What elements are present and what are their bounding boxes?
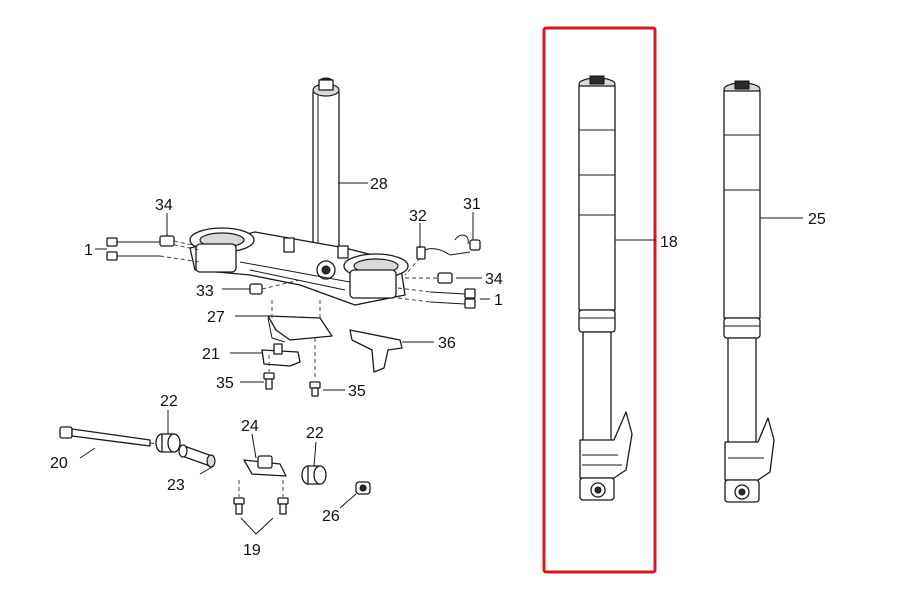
screw-19-right [277, 480, 289, 515]
bracket-27 [267, 300, 333, 343]
nut-33 [249, 279, 301, 295]
fork-leg-25 [723, 80, 775, 503]
fork-leg-18 [578, 75, 633, 501]
clamp-plate-21 [261, 343, 301, 367]
spacer-22-left [155, 433, 181, 453]
callout-24: 24 [241, 418, 259, 435]
pinch-bolt-34-right [405, 272, 453, 284]
callout-21: 21 [202, 346, 220, 363]
steering-stem [312, 77, 340, 251]
callout-22-left: 22 [160, 393, 178, 410]
brake-line-guide [404, 234, 481, 276]
callout-22-right: 22 [306, 425, 324, 442]
axle-bolt [59, 426, 161, 447]
axle-nut [355, 481, 371, 495]
callout-33: 33 [196, 283, 214, 300]
clamp-bolts-right [397, 287, 476, 309]
axle-tube [178, 444, 216, 468]
clamp-bolts-left [106, 237, 201, 263]
callout-labels: 1 1 18 19 20 21 22 22 23 24 25 26 27 28 … [50, 176, 826, 559]
selection-highlight [542, 26, 657, 574]
axle-clamp-24 [243, 455, 287, 477]
callout-1-left: 1 [84, 242, 93, 259]
callout-35-right: 35 [348, 383, 366, 400]
bracket-36 [349, 329, 403, 373]
callout-23: 23 [167, 477, 185, 494]
callout-31: 31 [463, 196, 481, 213]
callout-25: 25 [808, 211, 826, 228]
callout-20: 20 [50, 455, 68, 472]
callout-34-left: 34 [155, 197, 173, 214]
callout-1-right: 1 [494, 292, 503, 309]
axle-assembly [59, 426, 371, 515]
callout-32: 32 [409, 208, 427, 225]
callout-18: 18 [660, 234, 678, 251]
triple-clamp [189, 227, 409, 306]
triple-clamp-assembly [106, 77, 481, 397]
screw-35-right [309, 338, 321, 397]
leader-lines [79, 182, 803, 535]
callout-19: 19 [243, 542, 261, 559]
screw-19-left [233, 480, 245, 515]
callout-27: 27 [207, 309, 225, 326]
callout-26: 26 [322, 508, 340, 525]
spacer-22-right [301, 465, 327, 485]
callout-36: 36 [438, 335, 456, 352]
callout-35-left: 35 [216, 375, 234, 392]
callout-34-right: 34 [485, 271, 503, 288]
callout-28: 28 [370, 176, 388, 193]
screw-35-left [263, 355, 275, 390]
